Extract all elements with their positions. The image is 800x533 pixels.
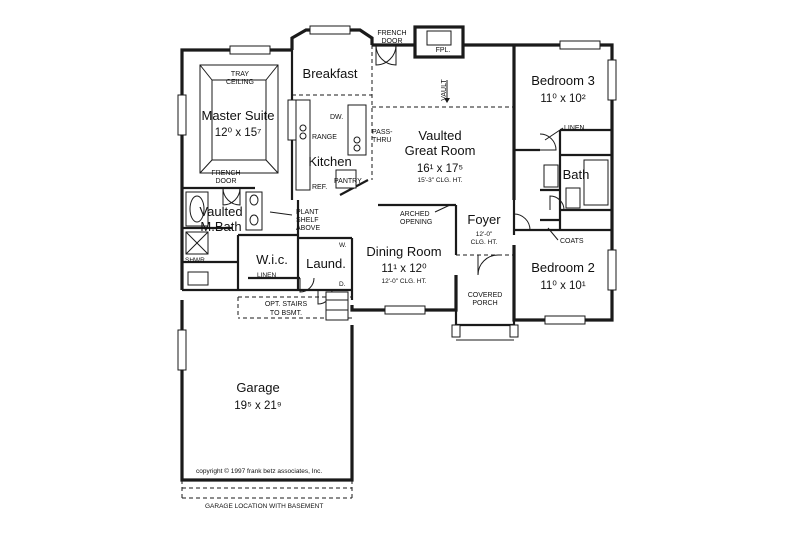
great-room-name-1: Vaulted	[418, 128, 461, 143]
door-swings	[222, 44, 565, 305]
tray-ceiling	[199, 64, 279, 174]
french-door-left-1: FRENCH	[211, 170, 240, 177]
master-bath-name-1: Vaulted	[199, 204, 242, 219]
bath-name: Bath	[563, 167, 590, 182]
wic-name: W.i.c.	[256, 252, 288, 267]
great-room-note: 15'-3" CLG. HT.	[417, 177, 462, 184]
annotations: FRENCH DOOR FPL. VAULT DW. RANGE PASS- T…	[185, 30, 585, 510]
covered-porch-1: COVERED	[468, 292, 503, 299]
plant-shelf-2: SHELF	[296, 217, 319, 224]
dashed-lines	[181, 45, 514, 500]
tray-label-2: CEILING	[226, 79, 254, 86]
foyer-note-2: CLG. HT.	[471, 239, 498, 246]
bedroom3-dim: 11⁰ x 10²	[540, 93, 585, 105]
pass-thru-2: THRU	[372, 137, 391, 144]
garage-name: Garage	[236, 380, 279, 395]
bath-fixtures	[185, 159, 609, 286]
room-labels: Master Suite 12⁰ x 15⁷ TRAY CEILING Brea…	[199, 66, 594, 412]
vault-arrow-head	[444, 98, 450, 103]
linen-wic-label: LINEN	[257, 272, 276, 279]
range-label: RANGE	[312, 134, 337, 141]
coats-label: COATS	[560, 238, 584, 245]
arched-1: ARCHED	[400, 211, 430, 218]
dining-room-name: Dining Room	[366, 244, 441, 259]
copyright-text: copyright © 1997 frank betz associates, …	[196, 467, 322, 475]
covered-porch-2: PORCH	[472, 300, 497, 307]
pantry-label: PANTRY	[334, 178, 362, 185]
shwr-label: SHWR	[185, 257, 205, 264]
vault-label: VAULT	[441, 79, 448, 101]
plant-shelf-3: ABOVE	[296, 225, 320, 232]
bedroom3-name: Bedroom 3	[531, 73, 595, 88]
pass-thru-1: PASS-	[372, 129, 393, 136]
foyer-note-1: 12'-0"	[476, 231, 493, 238]
breakfast-name: Breakfast	[303, 66, 358, 81]
french-door-top-2: DOOR	[382, 38, 403, 45]
dining-room-note: 12'-0" CLG. HT.	[381, 278, 426, 285]
ref-label: REF.	[312, 184, 327, 191]
french-door-top-1: FRENCH	[377, 30, 406, 37]
dryer-label: D.	[339, 281, 346, 288]
bedroom2-dim: 11⁰ x 10¹	[540, 280, 585, 292]
garage-dim: 19⁵ x 21⁹	[234, 400, 281, 412]
plant-shelf-1: PLANT	[296, 209, 319, 216]
master-suite-dim: 12⁰ x 15⁷	[215, 127, 262, 139]
tray-label-1: TRAY	[231, 71, 249, 78]
garage-location-text: GARAGE LOCATION WITH BASEMENT	[205, 503, 323, 510]
foyer-name: Foyer	[467, 212, 501, 227]
kitchen-fixtures	[295, 99, 367, 191]
bedroom2-name: Bedroom 2	[531, 260, 595, 275]
great-room-dim: 16¹ x 17⁵	[417, 163, 464, 175]
great-room-name-2: Great Room	[405, 143, 476, 158]
opt-stairs-2: TO BSMT.	[270, 310, 302, 317]
arched-2: OPENING	[400, 219, 432, 226]
master-suite-name: Master Suite	[202, 108, 275, 123]
linen-top-label: LINEN	[564, 125, 585, 132]
master-bath-name-2: M.Bath	[200, 219, 241, 234]
garage-steps	[325, 291, 349, 321]
dw-label: DW.	[330, 114, 343, 121]
fpl-label: FPL.	[436, 47, 451, 54]
opt-stairs-1: OPT. STAIRS	[265, 301, 308, 308]
washer-label: W.	[339, 242, 347, 249]
dining-room-dim: 11¹ x 12⁰	[381, 263, 427, 275]
leader-lines	[269, 127, 564, 241]
laundry-name: Laund.	[306, 256, 346, 271]
french-door-left-2: DOOR	[216, 178, 237, 185]
kitchen-name: Kitchen	[308, 154, 351, 169]
